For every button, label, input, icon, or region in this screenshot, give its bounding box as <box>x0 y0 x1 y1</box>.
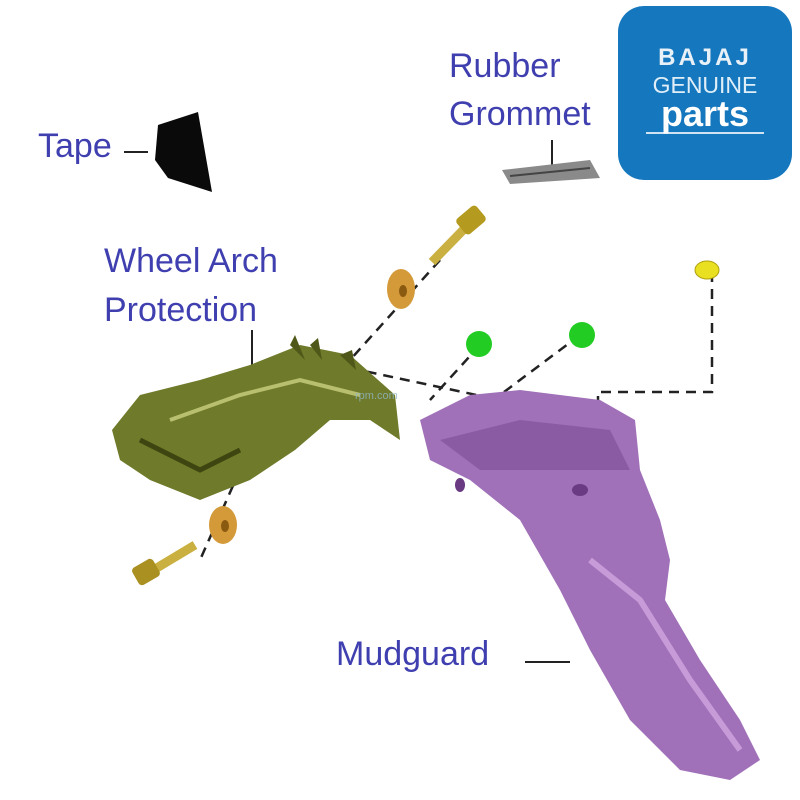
label-tape: Tape <box>38 127 112 165</box>
bolt-lower <box>132 541 198 586</box>
logo-brand: BAJAJ <box>658 44 752 71</box>
rubber-grommet-part <box>502 160 600 184</box>
leader-lines <box>124 140 570 663</box>
logo-parts: parts <box>660 93 750 134</box>
label-rubber-grommet: Rubber Grommet <box>449 47 591 133</box>
watermark: rpm.com <box>355 390 398 402</box>
logo-underline <box>646 132 764 134</box>
yellow-nut <box>694 260 720 280</box>
wheel-arch-protection-part <box>112 335 400 500</box>
bolt-upper <box>428 205 486 266</box>
mudguard-part <box>420 390 760 780</box>
bajaj-genuine-parts-logo: BAJAJ GENUINE parts <box>618 6 792 180</box>
label-wheel-arch-line1: Wheel Arch <box>104 242 278 280</box>
green-nut-right <box>569 322 595 348</box>
label-mudguard: Mudguard <box>336 635 490 673</box>
label-wheel-arch-line2: Protection <box>104 291 258 329</box>
tape-part <box>155 112 212 192</box>
logo-genuine: GENUINE <box>652 72 758 98</box>
green-nut-left <box>466 331 492 357</box>
